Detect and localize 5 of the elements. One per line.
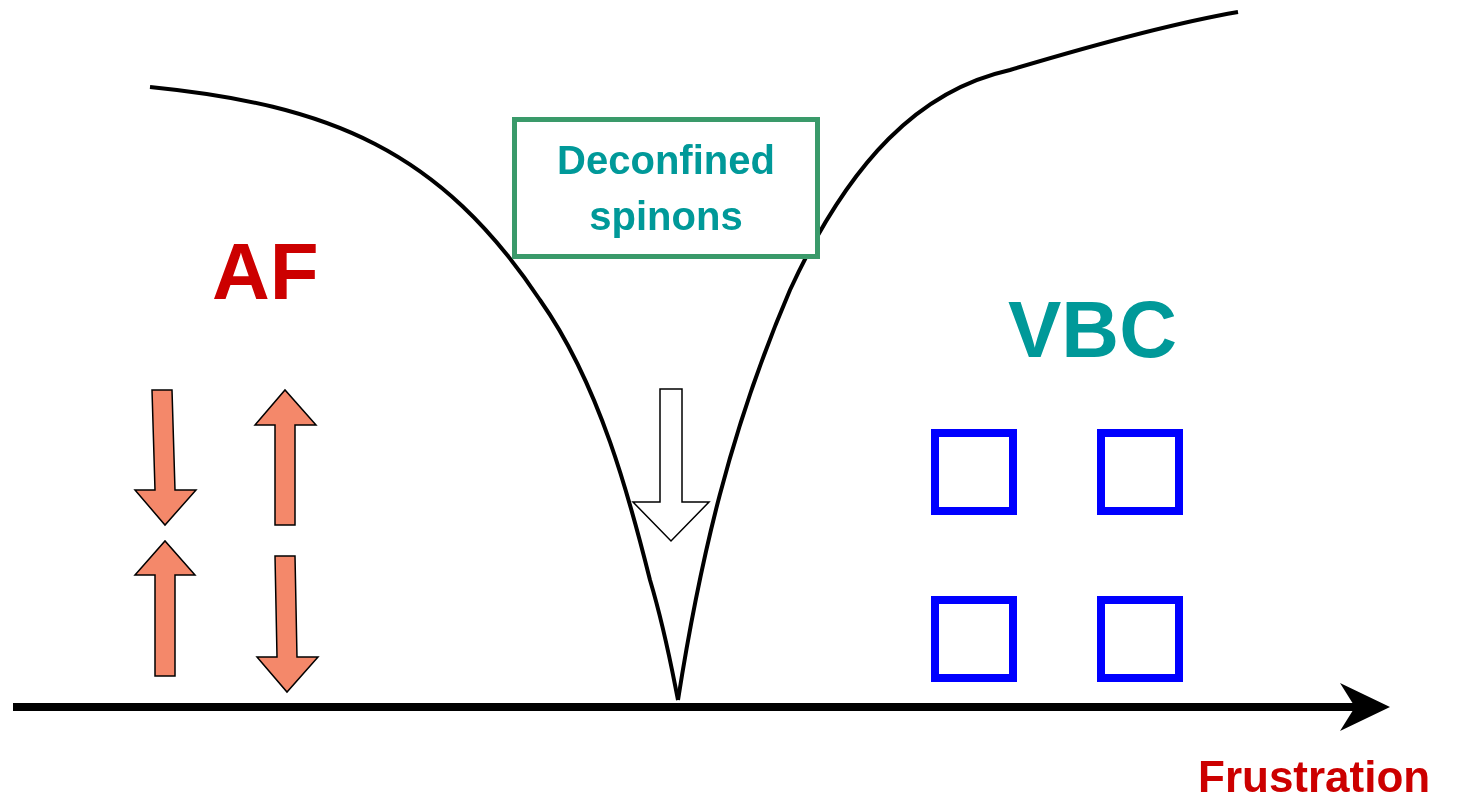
phase-name: Deconfined spinons [556, 137, 776, 240]
axis-label: Frustration [1198, 755, 1431, 799]
phase-label-box [512, 117, 820, 259]
phase-label: AF [212, 232, 319, 312]
phase-label: VBC [1008, 290, 1177, 370]
